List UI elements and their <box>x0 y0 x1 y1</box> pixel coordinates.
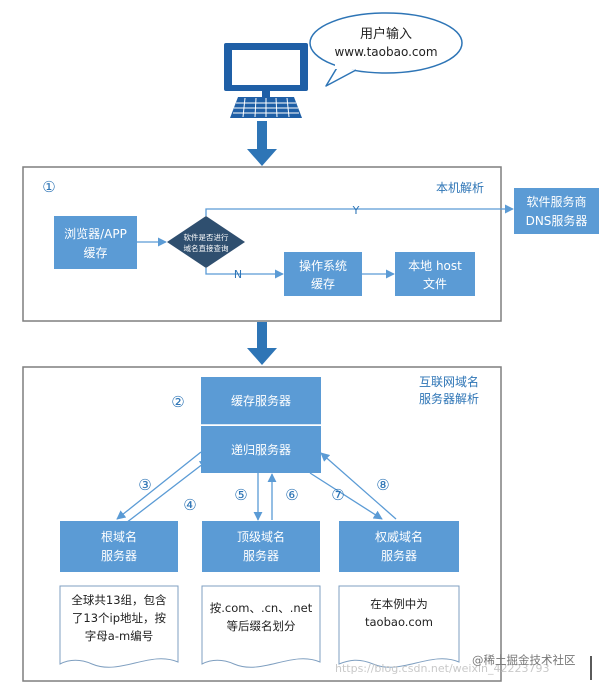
step-8-marker: ⑧ <box>376 476 389 494</box>
internet-title-line2: 服务器解析 <box>419 391 479 406</box>
vendor-dns-line2: DNS服务器 <box>526 213 588 228</box>
tld-note-line1: 按.com、.cn、.net <box>210 601 313 615</box>
vendor-dns-line1: 软件服务商 <box>526 194 586 209</box>
cache-server-label: 缓存服务器 <box>231 393 291 408</box>
root-note-line1: 全球共13组，包含 <box>71 593 167 607</box>
auth-note-document: 在本例中为 taobao.com <box>338 585 460 668</box>
os-cache-line1: 操作系统 <box>299 258 347 273</box>
root-note-document: 全球共13组，包含 了13个ip地址，按 字母a-m编号 <box>59 585 179 668</box>
tld-server-line1: 顶级域名 <box>237 529 285 544</box>
root-server-line1: 根域名 <box>101 529 137 544</box>
tld-server-line2: 服务器 <box>243 548 279 563</box>
local-host-line2: 文件 <box>423 276 447 291</box>
internet-resolution-frame <box>22 366 502 682</box>
browser-cache-line1: 浏览器/APP <box>64 226 127 241</box>
browser-cache-box <box>54 216 137 269</box>
decision-diamond <box>167 216 245 268</box>
browser-cache-line2: 缓存 <box>83 246 107 260</box>
root-server-box <box>60 521 178 572</box>
root-server-line2: 服务器 <box>101 548 137 563</box>
down-arrow-icon <box>247 121 277 166</box>
user-input-bubble: 用户输入 www.taobao.com <box>309 12 463 87</box>
watermark-url: https://blog.csdn.net/weixin_42223793 <box>335 662 550 675</box>
recursive-server-label: 递归服务器 <box>231 442 291 457</box>
decision-line1: 软件是否进行 <box>184 232 229 242</box>
no-label: N <box>234 268 242 281</box>
local-host-box <box>395 252 475 296</box>
step-6-marker: ⑥ <box>285 486 298 504</box>
step-1-marker: ① <box>42 178 55 196</box>
vendor-dns-box <box>514 188 599 234</box>
step-4-marker: ④ <box>183 496 196 514</box>
user-input-line1: 用户输入 <box>360 26 412 42</box>
tld-note-line2: 等后缀名划分 <box>227 619 296 633</box>
auth-note-line1: 在本例中为 <box>370 597 428 611</box>
step-2-marker: ② <box>171 393 184 411</box>
os-cache-line2: 缓存 <box>311 277 335 291</box>
local-host-line1: 本地 host <box>408 259 462 273</box>
step-5-marker: ⑤ <box>234 486 247 504</box>
auth-server-line1: 权威域名 <box>375 529 423 544</box>
local-resolution-frame <box>22 166 502 322</box>
user-input-line2: www.taobao.com <box>334 45 437 59</box>
tld-server-box <box>202 521 320 572</box>
internet-title-line1: 互联网域名 <box>419 374 479 389</box>
root-note-line2: 了13个ip地址，按 <box>72 611 167 625</box>
auth-server-line2: 服务器 <box>381 548 417 563</box>
computer-icon <box>224 43 308 118</box>
local-resolution-title: 本机解析 <box>436 181 484 195</box>
auth-note-line2: taobao.com <box>365 615 433 629</box>
yes-label: Y <box>352 204 360 217</box>
down-arrow-icon <box>247 322 277 365</box>
decision-line2: 域名直接查询 <box>184 243 229 253</box>
step-7-marker: ⑦ <box>331 486 344 504</box>
os-cache-box <box>284 252 362 296</box>
watermark-brand: @稀土掘金技术社区 <box>472 653 576 667</box>
tld-note-document: 按.com、.cn、.net 等后缀名划分 <box>201 585 321 668</box>
step-3-marker: ③ <box>138 476 151 494</box>
root-note-line3: 字母a-m编号 <box>85 629 153 643</box>
cache-server-box <box>201 377 321 425</box>
recursive-server-box <box>201 426 321 473</box>
auth-server-box <box>339 521 459 572</box>
